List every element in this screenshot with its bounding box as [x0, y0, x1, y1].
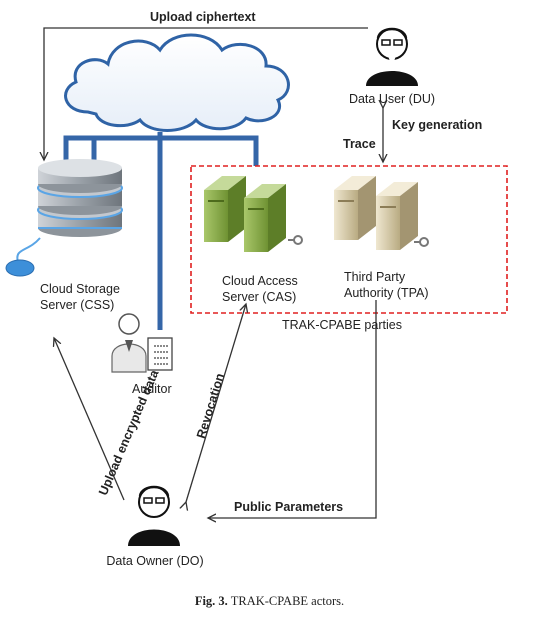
tpa-label-line1: Third Party	[344, 270, 406, 284]
data-user-icon	[366, 27, 418, 86]
revocation-arrow	[186, 304, 246, 502]
cas-label-line1: Cloud Access	[222, 274, 298, 288]
data-owner-icon	[128, 485, 180, 546]
css-label-line1: Cloud Storage	[40, 282, 120, 296]
cas-servers-icon	[204, 176, 303, 252]
public-parameters-label: Public Parameters	[234, 500, 344, 514]
figure-caption: Fig. 3. TRAK-CPABE actors.	[0, 594, 539, 609]
tpa-servers-icon	[334, 176, 429, 250]
cloud-connection-pipes	[63, 132, 259, 330]
parties-label: TRAK-CPABE parties	[282, 318, 402, 332]
cas-label-line2: Server (CAS)	[222, 290, 297, 304]
figure-caption-text: TRAK-CPABE actors.	[230, 594, 345, 608]
cloud-icon	[64, 33, 290, 132]
upload-ciphertext-arrow	[44, 27, 368, 160]
upload-ciphertext-label: Upload ciphertext	[150, 10, 256, 24]
public-parameters-arrow	[208, 300, 377, 518]
tpa-label-line2: Authority (TPA)	[344, 286, 429, 300]
auditor-label: Auditor	[132, 382, 172, 396]
storage-server-icon	[37, 159, 123, 237]
trak-cpabe-parties-box	[190, 165, 508, 314]
auditor-icon	[111, 313, 173, 373]
css-label-line2: Server (CSS)	[40, 298, 115, 312]
figure-caption-prefix: Fig. 3.	[194, 594, 228, 608]
upload-encrypted-arrow	[54, 338, 125, 501]
data-owner-label: Data Owner (DO)	[106, 554, 204, 568]
key-generation-label: Key generation	[392, 118, 483, 132]
trace-label: Trace	[343, 137, 376, 151]
mouse-icon	[5, 237, 41, 277]
data-user-label: Data User (DU)	[348, 92, 436, 106]
